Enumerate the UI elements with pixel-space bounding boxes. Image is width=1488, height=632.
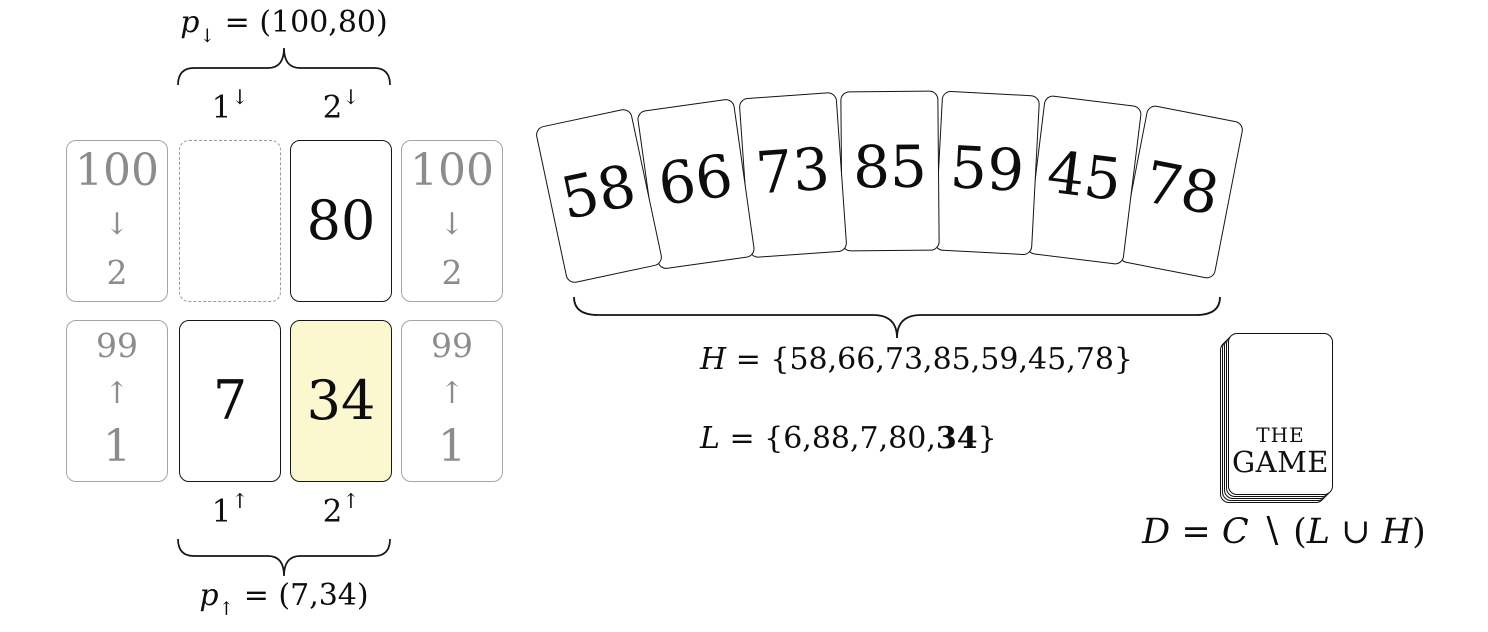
hand-card-value: 45 <box>1043 137 1126 215</box>
range-start: 1 <box>438 421 466 472</box>
up-arrow-icon: ↑ <box>104 375 130 411</box>
p-down-formula: p↓ = (100,80) <box>141 4 427 48</box>
column-label-1-down: 1↓ <box>211 85 249 126</box>
column-label-1-up: 1↑ <box>211 489 249 530</box>
range-start: 100 <box>410 145 494 196</box>
ascending-range-card-left: 99 ↑ 1 <box>66 320 168 482</box>
range-end: 99 <box>96 326 138 365</box>
p-up-value: = (7,34) <box>234 578 369 613</box>
empty-pile-slot <box>179 140 281 302</box>
up-arrow-icon: ↑ <box>342 489 360 514</box>
hand-card: 73 <box>738 91 848 259</box>
range-start: 100 <box>75 145 159 196</box>
up-arrow-icon: ↑ <box>439 375 465 411</box>
down-arrow-icon: ↓ <box>199 26 216 48</box>
range-end: 99 <box>431 326 473 365</box>
deck-definition-formula: D = C ∖ (L ∪ H) <box>1142 512 1426 552</box>
column-label-2-up: 2↑ <box>322 489 360 530</box>
down-arrow-icon: ↓ <box>439 206 465 242</box>
down-arrow-icon: ↓ <box>342 85 360 110</box>
range-end: 2 <box>441 253 463 292</box>
ascending-range-card-right: 99 ↑ 1 <box>401 320 503 482</box>
highlighted-card-value: 34 <box>935 421 978 456</box>
p-down-value: = (100,80) <box>215 5 388 40</box>
ascending-pile-card-7: 7 <box>179 320 281 482</box>
down-arrow-icon: ↓ <box>104 206 130 242</box>
up-arrow-icon: ↑ <box>231 489 249 514</box>
hand-underbrace <box>573 296 1221 339</box>
hand-set-formula: H = {58,66,73,85,59,45,78} <box>700 342 1133 377</box>
deck-top-card: THE GAME <box>1228 333 1333 495</box>
up-arrow-icon: ↑ <box>218 599 235 621</box>
down-arrow-icon: ↓ <box>231 85 249 110</box>
hand-card-value: 59 <box>948 133 1026 205</box>
hand-card: 59 <box>933 90 1041 256</box>
overbrace <box>177 47 391 86</box>
p-down-var: p <box>180 5 200 40</box>
draw-deck: THE GAME <box>1220 333 1333 503</box>
hand-card-value: 73 <box>753 134 832 208</box>
hand-card: 45 <box>1025 94 1143 266</box>
deck-title-line2: GAME <box>1232 445 1329 479</box>
hand-card-value: 85 <box>852 132 928 202</box>
hand-card-value: 78 <box>1139 147 1225 229</box>
descending-pile-card-80: 80 <box>290 140 392 302</box>
column-label-2-down: 2↓ <box>322 85 360 126</box>
deck-title-line1: THE <box>1256 423 1305 447</box>
hand-card: 85 <box>840 90 940 252</box>
range-end: 2 <box>106 253 128 292</box>
low-cards-set-formula: L = {6,88,7,80,34} <box>700 421 997 456</box>
ascending-pile-card-34-highlighted: 34 <box>290 320 392 482</box>
hand-card-value: 58 <box>554 151 642 234</box>
p-up-formula: p↑ = (7,34) <box>141 577 427 621</box>
descending-range-card-left: 100 ↓ 2 <box>66 140 168 302</box>
descending-range-card-right: 100 ↓ 2 <box>401 140 503 302</box>
range-start: 1 <box>103 421 131 472</box>
underbrace <box>177 538 391 577</box>
hand-card-value: 66 <box>654 141 737 219</box>
p-up-var: p <box>199 578 219 613</box>
